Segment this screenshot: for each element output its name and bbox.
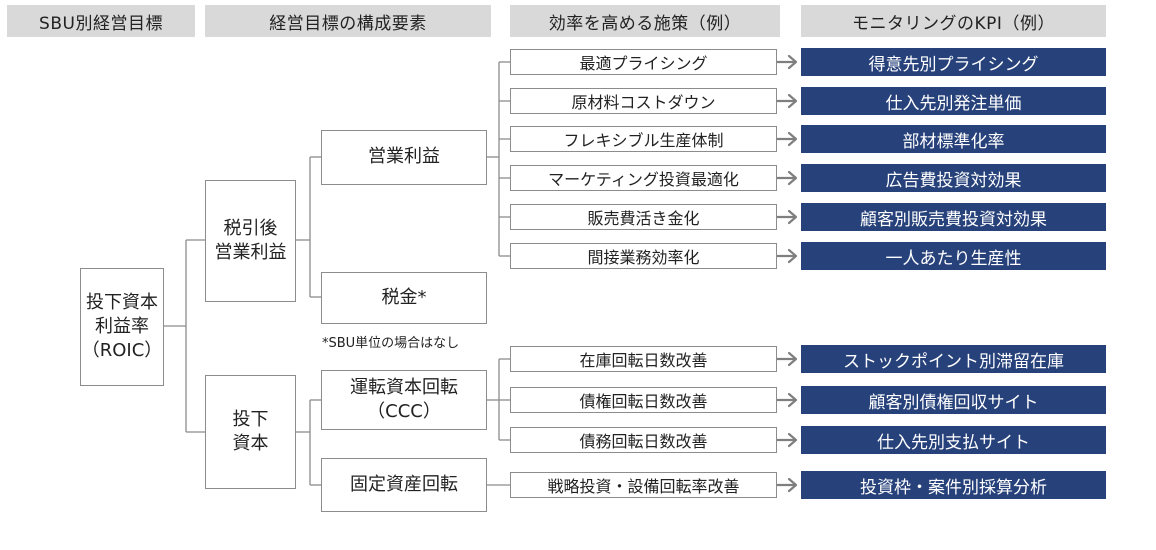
node-nopat: 税引後 営業利益 (205, 180, 296, 302)
kpi-box: ストックポイント別滞留在庫 (801, 345, 1106, 373)
node-roic: 投下資本 利益率 （ROIC） (80, 268, 164, 386)
node-working-capital-turnover: 運転資本回転 （CCC） (321, 370, 487, 430)
header-kpis: モニタリングのKPI（例） (801, 5, 1106, 37)
measure-box: フレキシブル生産体制 (510, 126, 777, 152)
arrow-icon (775, 351, 798, 367)
arrow-icon (775, 392, 798, 408)
kpi-box: 顧客別債権回収サイト (801, 386, 1106, 414)
kpi-box: 広告費投資対効果 (801, 164, 1106, 192)
kpi-box: 顧客別販売費投資対効果 (801, 203, 1106, 231)
kpi-box: 投資枠・案件別採算分析 (801, 471, 1106, 499)
arrow-icon (775, 477, 798, 493)
node-invested-capital: 投下 資本 (205, 375, 296, 489)
measure-box: 債権回転日数改善 (510, 387, 777, 413)
kpi-box: 仕入先別支払サイト (801, 426, 1106, 454)
kpi-box: 一人あたり生産性 (801, 242, 1106, 270)
arrow-icon (775, 432, 798, 448)
measure-box: 戦略投資・設備回転率改善 (510, 472, 777, 498)
measure-box: 最適プライシング (510, 49, 777, 75)
arrow-icon (775, 54, 798, 70)
arrow-icon (775, 93, 798, 109)
kpi-box: 部材標準化率 (801, 125, 1106, 153)
measure-box: 間接業務効率化 (510, 243, 777, 269)
measure-box: 販売費活き金化 (510, 204, 777, 230)
node-tax: 税金* (321, 272, 487, 324)
node-fixed-asset-turnover: 固定資産回転 (321, 458, 487, 512)
kpi-box: 仕入先別発注単価 (801, 87, 1106, 115)
arrow-icon (775, 248, 798, 264)
header-components: 経営目標の構成要素 (205, 5, 491, 37)
measure-box: 債務回転日数改善 (510, 427, 777, 453)
measure-box: 原材料コストダウン (510, 88, 777, 114)
tax-note: *SBU単位の場合はなし (322, 336, 460, 351)
header-sbu-goal: SBU別経営目標 (7, 5, 195, 37)
header-measures: 効率を高める施策（例） (510, 5, 780, 37)
measure-box: 在庫回転日数改善 (510, 346, 777, 372)
arrow-icon (775, 209, 798, 225)
arrow-icon (775, 170, 798, 186)
node-operating-profit: 営業利益 (321, 130, 487, 185)
kpi-box: 得意先別プライシング (801, 48, 1106, 76)
measure-box: マーケティング投資最適化 (510, 165, 777, 191)
arrow-icon (775, 131, 798, 147)
